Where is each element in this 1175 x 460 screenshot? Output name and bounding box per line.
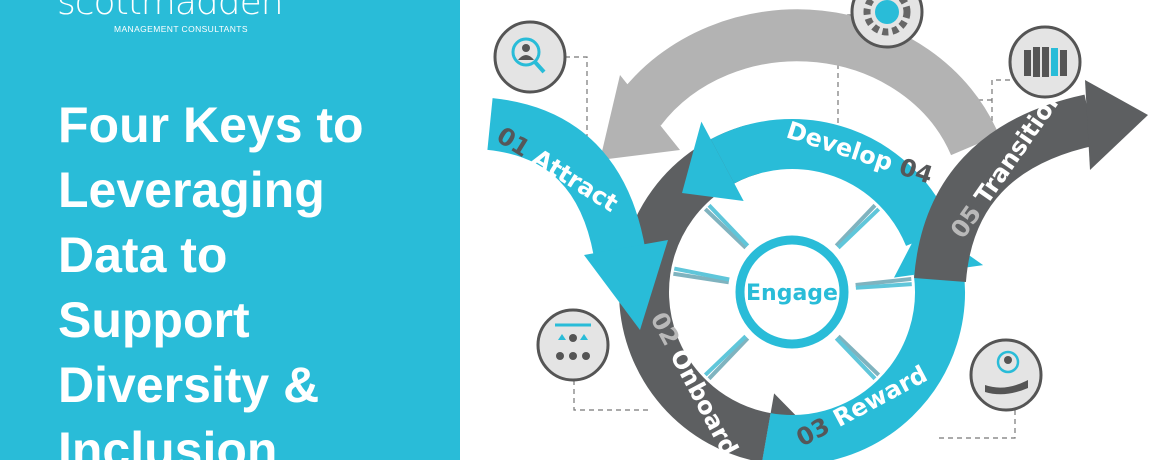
page-title: Four Keys to Leveraging Data to Support … xyxy=(58,93,364,460)
company-logo: scottmadden xyxy=(57,0,284,23)
title-panel: scottmadden MANAGEMENT CONSULTANTS Four … xyxy=(0,0,460,460)
spoke-line xyxy=(834,336,877,381)
develop-arrowhead xyxy=(682,121,744,202)
logo-tagline: MANAGEMENT CONSULTANTS xyxy=(114,24,248,34)
spoke-line xyxy=(836,207,881,250)
title-line: Inclusion xyxy=(58,422,278,460)
reward-arc xyxy=(762,267,965,460)
title-line: Four Keys to xyxy=(58,97,364,153)
spoke-line xyxy=(673,266,730,282)
spoke-line xyxy=(703,207,748,250)
spoke-line xyxy=(673,271,730,285)
engagement-cycle-diagram: Engage 01 Attract 02 Onboard 03 Reward D… xyxy=(486,0,1148,460)
title-line: Diversity & xyxy=(58,357,320,413)
attract-arrow-head xyxy=(584,240,668,330)
transition-arrow-head xyxy=(1085,80,1148,170)
engage-circle xyxy=(735,235,849,349)
gear-people-icon xyxy=(850,0,924,49)
spoke-line xyxy=(707,203,750,248)
spoke-line xyxy=(855,276,912,288)
return-arrow-band xyxy=(619,9,999,156)
org-chart-icon xyxy=(536,308,610,382)
title-line: Data to xyxy=(58,227,228,283)
engage-label: Engage xyxy=(746,281,838,306)
spoke-line xyxy=(707,336,750,381)
person-search-icon xyxy=(493,20,567,94)
spoke-line xyxy=(703,334,748,377)
attract-arrow-band xyxy=(486,98,646,260)
spoke-line xyxy=(834,203,877,248)
return-arrow-head xyxy=(600,75,680,160)
spoke-line xyxy=(855,282,912,290)
spoke-line xyxy=(836,334,881,377)
hand-person-icon xyxy=(969,338,1043,412)
transition-arrow-band xyxy=(914,94,1096,283)
develop-arc xyxy=(710,119,953,247)
title-line: Support xyxy=(58,292,250,348)
title-line: Leveraging xyxy=(58,162,325,218)
crowd-icon xyxy=(1008,25,1082,99)
